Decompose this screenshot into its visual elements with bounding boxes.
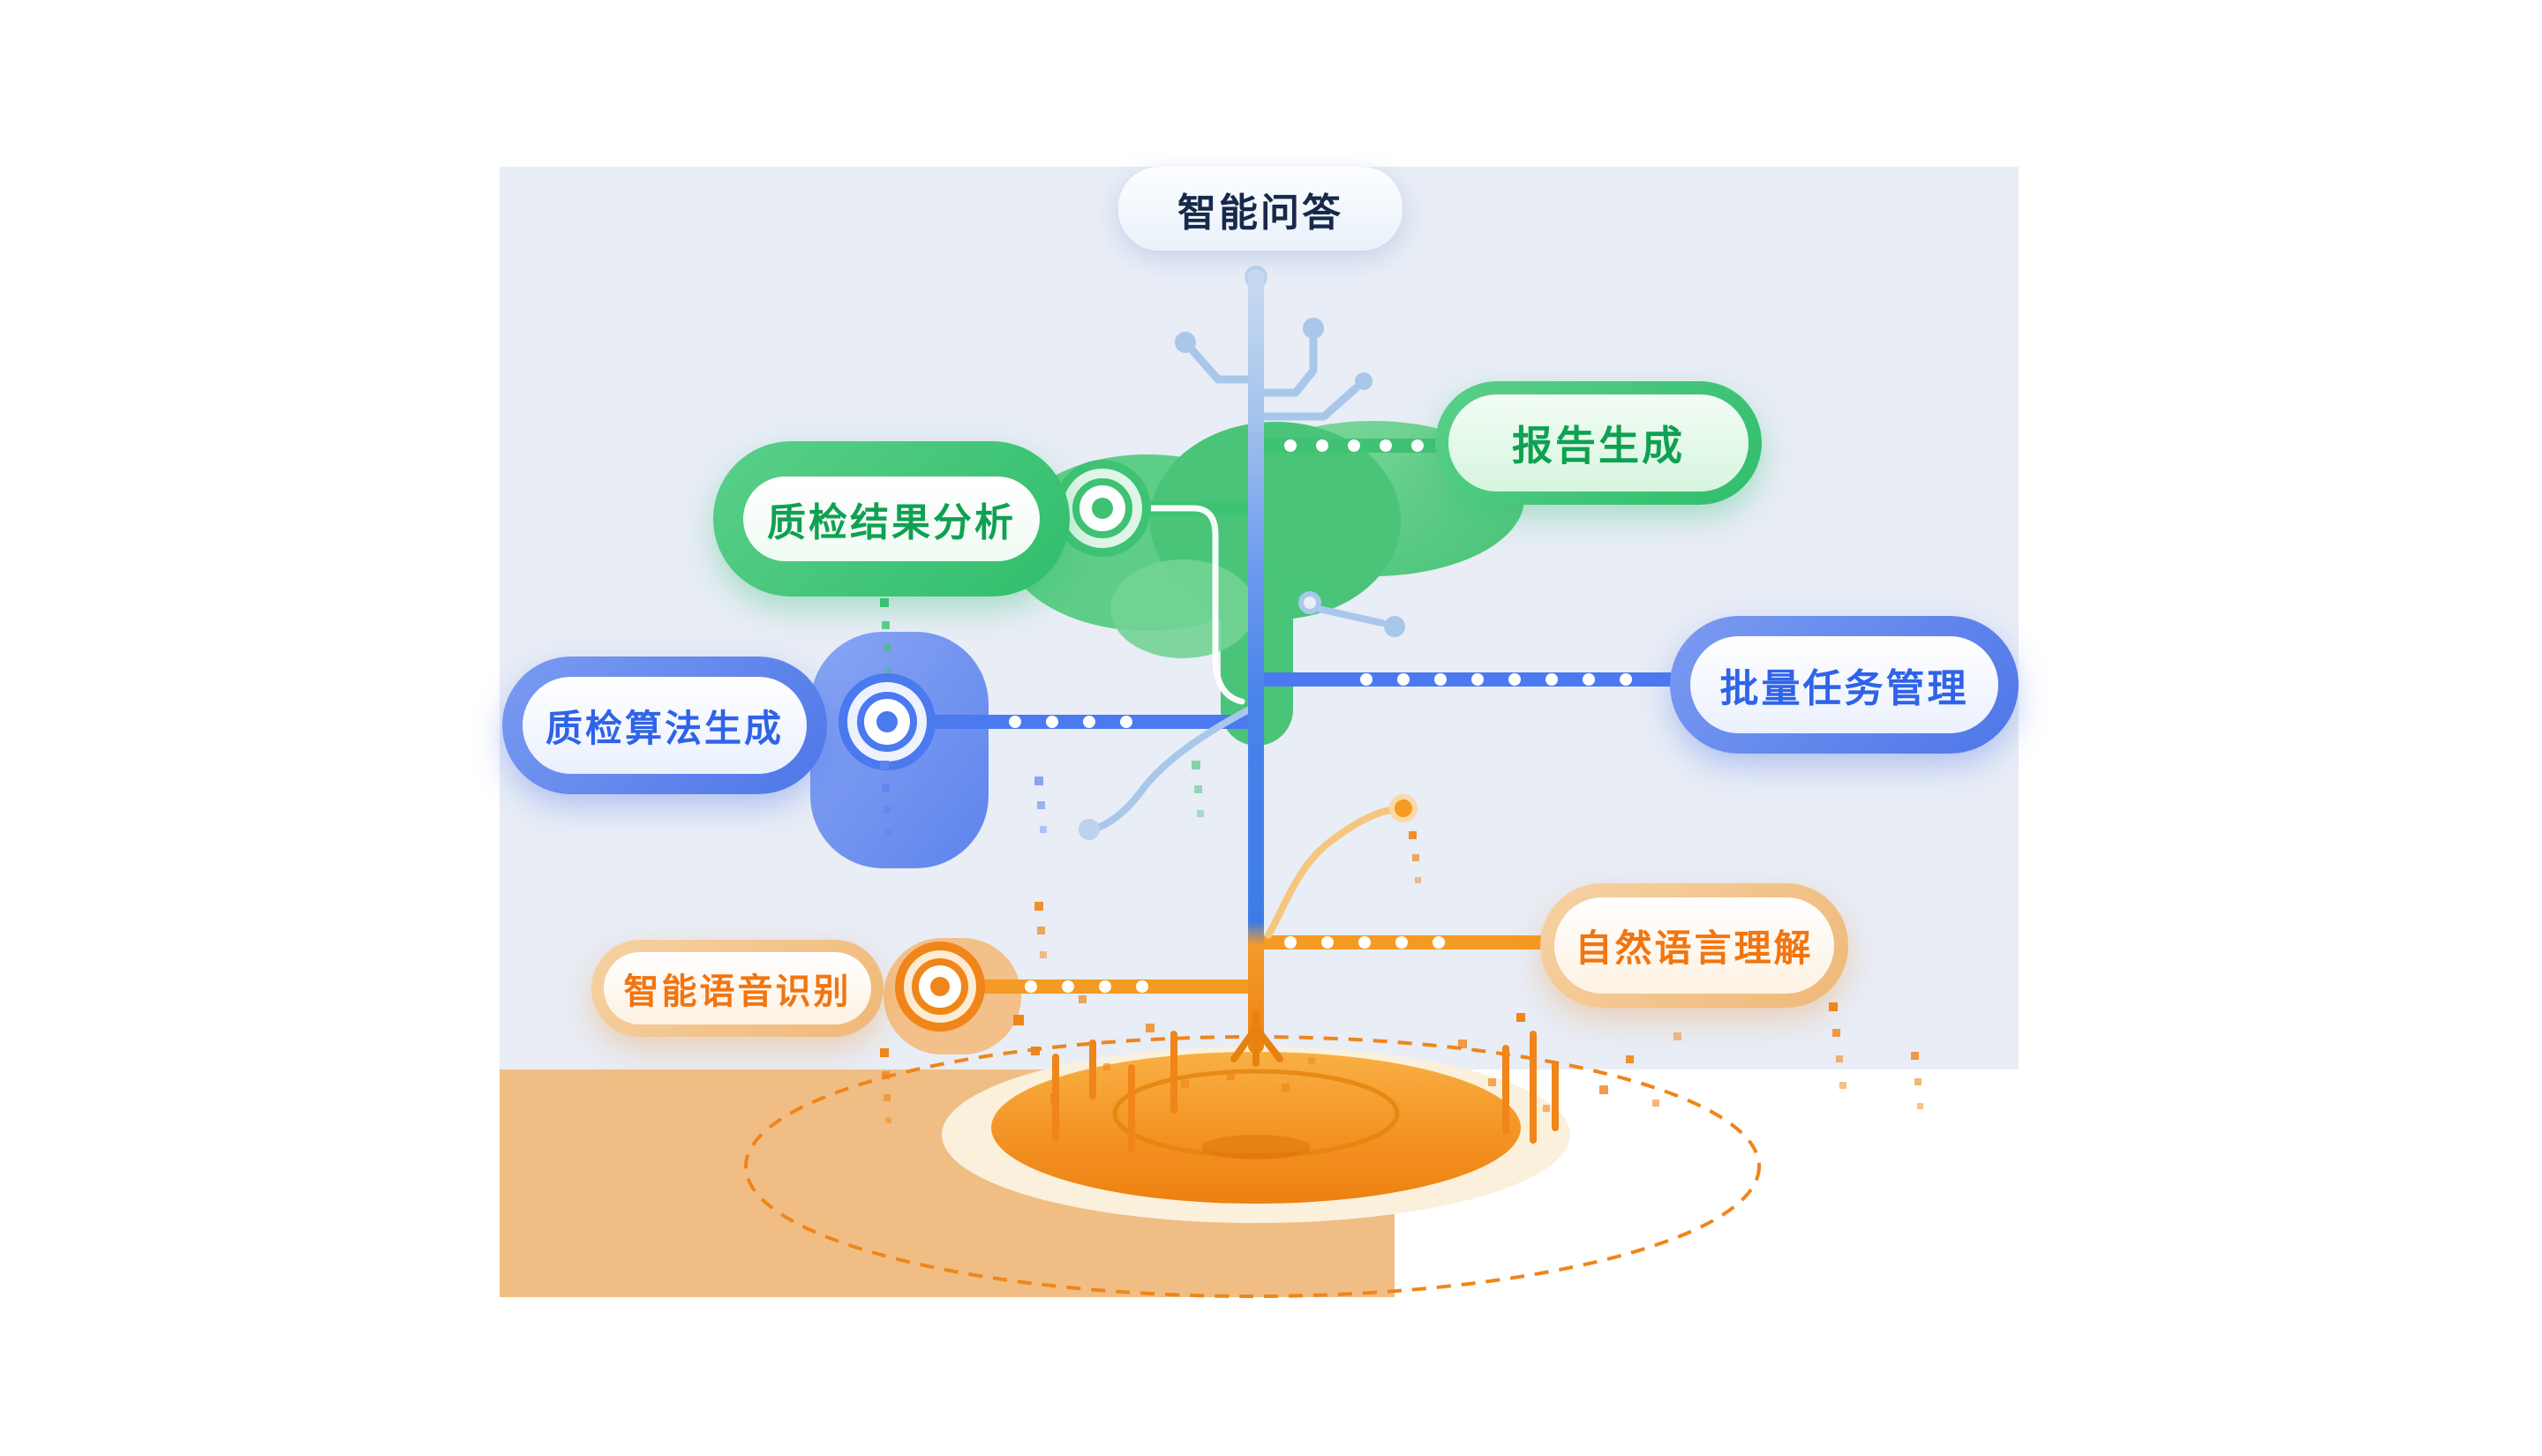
top-branches <box>1175 266 1373 421</box>
confetti <box>880 598 1923 1123</box>
node-report-label: 报告生成 <box>1512 423 1685 469</box>
node-analysis-label: 质检结果分析 <box>767 501 1016 544</box>
orange-ring-node <box>895 942 985 1032</box>
node-qa: 智能问答 <box>1118 167 1403 251</box>
node-algorithm-inner: 质检算法生成 <box>523 677 807 774</box>
node-asr-label: 智能语音识别 <box>623 972 852 1011</box>
node-asr: 智能语音识别 <box>591 940 884 1037</box>
node-nlu: 自然语言理解 <box>1540 883 1848 1008</box>
node-report-inner: 报告生成 <box>1448 394 1749 492</box>
node-algorithm: 质检算法生成 <box>502 657 827 794</box>
foliage-highlight <box>1110 505 1245 705</box>
connector-dots <box>1009 439 1632 993</box>
node-asr-inner: 智能语音识别 <box>604 952 871 1024</box>
node-nlu-label: 自然语言理解 <box>1575 927 1814 969</box>
node-qa-label: 智能问答 <box>1177 191 1343 235</box>
node-batch-inner: 批量任务管理 <box>1690 636 1998 733</box>
mid-branches <box>1079 591 1405 840</box>
node-rings <box>839 460 1151 1032</box>
node-report: 报告生成 <box>1435 381 1762 505</box>
node-analysis: 质检结果分析 <box>713 441 1070 597</box>
connectors <box>920 439 1684 994</box>
roots <box>1230 1011 1283 1067</box>
blue-ring-node <box>839 673 936 770</box>
base-rings <box>744 1035 1761 1298</box>
green-ring-node <box>1054 460 1151 557</box>
node-algorithm-label: 质检算法生成 <box>545 707 784 749</box>
orange-mound <box>991 1052 1521 1204</box>
base-bars <box>1052 1031 1559 1152</box>
node-analysis-inner: 质检结果分析 <box>743 477 1040 561</box>
node-batch: 批量任务管理 <box>1670 616 2019 754</box>
node-nlu-inner: 自然语言理解 <box>1554 897 1834 994</box>
node-batch-label: 批量任务管理 <box>1719 667 1969 710</box>
orange-branch <box>1265 794 1418 939</box>
